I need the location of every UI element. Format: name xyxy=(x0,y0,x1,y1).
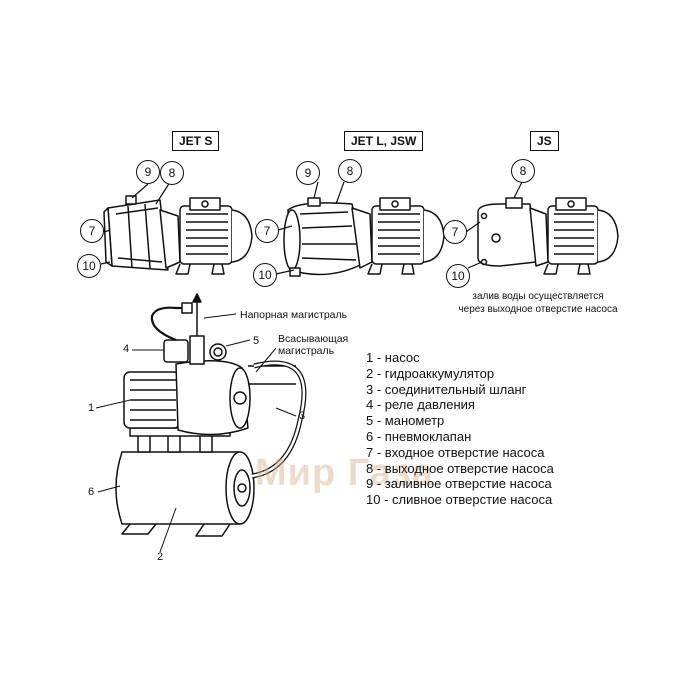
legend-item: 9 - заливное отверстие насоса xyxy=(366,476,552,492)
suction-line-label-2: магистраль xyxy=(278,345,335,357)
variant-label-jet-l-jsw: JET L, JSW xyxy=(344,131,424,151)
legend-item: 7 - входное отверстие насоса xyxy=(366,444,545,460)
assembly-number-5: 5 xyxy=(253,335,260,347)
callout-10-js: 10 xyxy=(446,264,470,288)
callout-9-jet-s: 9 xyxy=(136,160,160,184)
legend-item: 6 - пневмоклапан xyxy=(366,428,472,444)
callout-8-jet-l: 8 xyxy=(338,159,362,183)
legend-item: 10 - сливное отверстие насоса xyxy=(366,492,553,508)
js-fill-note-line-1: залив воды осуществляется xyxy=(472,291,604,302)
assembly-number-1: 1 xyxy=(88,402,95,414)
jet-l-pump xyxy=(283,197,445,277)
callout-7-js: 7 xyxy=(443,220,467,244)
callout-8-js: 8 xyxy=(511,159,535,183)
pressure-line-label: Напорная магистраль xyxy=(240,309,348,321)
watermark: Мир Газа xyxy=(255,452,434,494)
js-pump xyxy=(477,197,619,275)
legend: 1 - насос 2 - гидроаккумулятор 3 - соеди… xyxy=(366,350,554,508)
assembly-number-6: 6 xyxy=(88,486,95,498)
callout-10-jet-l: 10 xyxy=(253,263,277,287)
variant-label-jet-s: JET S xyxy=(172,131,220,151)
callout-10-jet-s: 10 xyxy=(77,254,101,278)
callout-7-jet-s: 7 xyxy=(80,219,104,243)
legend-item: 8 - выходное отверстие насоса xyxy=(366,460,554,476)
legend-item: 4 - реле давления xyxy=(366,397,475,413)
callout-9-jet-l: 9 xyxy=(296,161,320,185)
assembly-number-2: 2 xyxy=(157,551,164,563)
pump-station xyxy=(115,293,307,537)
legend-item: 5 - манометр xyxy=(366,413,445,429)
jet-s-pump xyxy=(103,195,253,275)
js-fill-note-line-2: через выходное отверстие насоса xyxy=(458,304,618,315)
suction-line-label-1: Всасывающая xyxy=(278,333,349,345)
js-fill-note: залив воды осуществляется через выходное… xyxy=(438,290,638,316)
suction-line-label: Всасывающая магистраль xyxy=(278,333,348,357)
assembly-number-3: 3 xyxy=(299,410,306,422)
legend-item: 2 - гидроаккумулятор xyxy=(366,365,495,381)
callout-7-jet-l: 7 xyxy=(255,219,279,243)
legend-item: 1 - насос xyxy=(366,350,420,365)
callout-8-jet-s: 8 xyxy=(160,161,184,185)
assembly-number-4: 4 xyxy=(123,343,130,355)
legend-item: 3 - соединительный шланг xyxy=(366,381,527,397)
variant-label-js: JS xyxy=(530,131,559,151)
